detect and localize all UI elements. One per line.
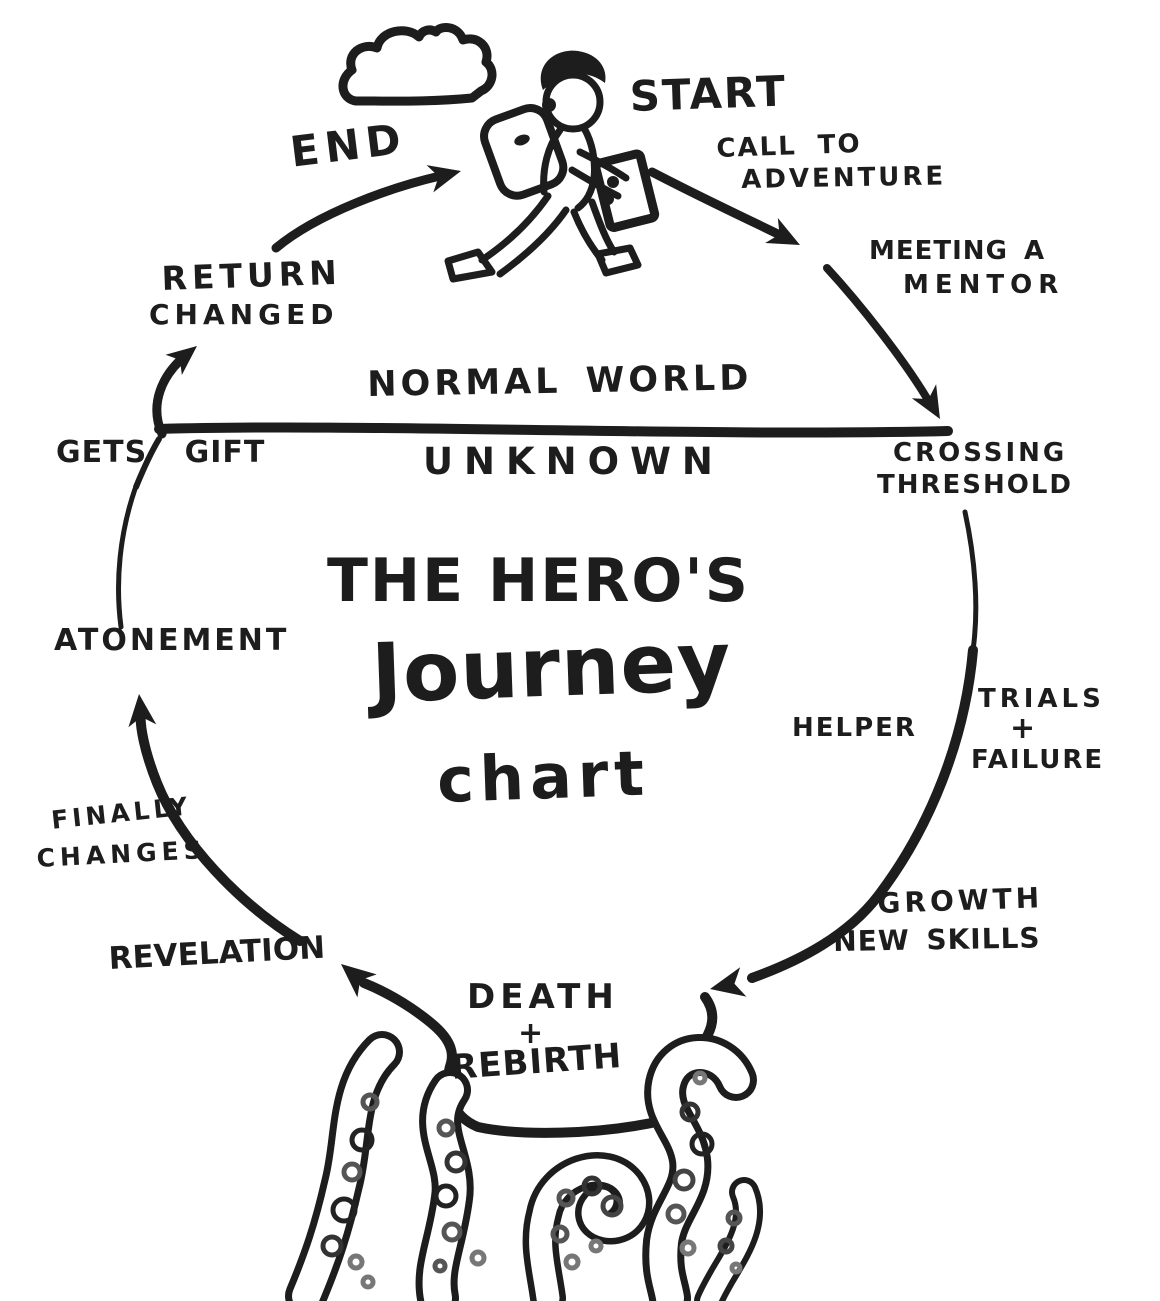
stage-death-rebirth-label: DEATH [467, 977, 619, 1017]
stage-return-changed-label: CHANGED [149, 298, 339, 331]
stage-trials-failure-label: + [1010, 711, 1036, 746]
call-to-adventure-arrow [647, 167, 800, 245]
return-changed-arrow [152, 346, 197, 439]
hero-back-foot [594, 244, 642, 277]
hero-icon [444, 50, 660, 283]
mentor-arrow [823, 264, 940, 419]
gets-gift-arc [116, 486, 138, 630]
normal-world-label: NORMAL WORLD [366, 358, 753, 405]
stage-trials-failure-label: TRIALS [978, 684, 1105, 714]
stage-start-label: START [628, 66, 788, 121]
threshold-arc [962, 509, 979, 653]
stage-meeting-mentor-label: MENTOR [903, 270, 1065, 300]
hero-front-leg [478, 192, 570, 278]
atonement-arrow [128, 694, 305, 946]
hero-backpack-dot [514, 134, 530, 146]
stage-return-changed-label: RETURN [160, 252, 343, 298]
tentacles-icon [285, 1031, 764, 1301]
gets-gift-arc-upper [133, 436, 162, 490]
stage-meeting-mentor-label: MEETING A [869, 236, 1046, 266]
stage-death-rebirth-label: + [518, 1016, 544, 1051]
tentacle-suckers [320, 1070, 743, 1290]
stage-growth-label: NEW SKILLS [832, 921, 1041, 958]
stage-gets-gift-label: GETS GIFT [56, 435, 266, 470]
unknown-label: UNKNOWN [423, 440, 724, 483]
end-arrow [271, 165, 461, 253]
hero-hand [602, 193, 614, 205]
hero-ear [542, 98, 556, 112]
growth-arrow [710, 645, 978, 997]
stage-atonement-label: ATONEMENT [54, 623, 290, 658]
stage-crossing-threshold-label: THRESHOLD [877, 470, 1074, 500]
diagram-title: Journey [369, 614, 733, 722]
world-divider-line [154, 422, 953, 438]
hero-hand [607, 176, 619, 188]
stage-growth-label: GROWTH [876, 881, 1044, 920]
hero-hair [540, 50, 606, 90]
hero-book [591, 149, 660, 232]
stage-crossing-threshold-label: CROSSING [893, 438, 1068, 468]
cloud-icon [338, 23, 497, 106]
helper-label: HELPER [792, 713, 917, 743]
stage-trials-failure-label: FAILURE [971, 745, 1105, 775]
stage-call-to-adventure-label: CALL TO [715, 128, 863, 164]
diagram-title: chart [435, 736, 652, 817]
stage-call-to-adventure-label: ADVENTURE [740, 161, 947, 195]
diagram-title: THE HERO'S [327, 546, 751, 616]
hero-front-foot [444, 248, 496, 283]
revelation-arrowhead [341, 964, 377, 998]
